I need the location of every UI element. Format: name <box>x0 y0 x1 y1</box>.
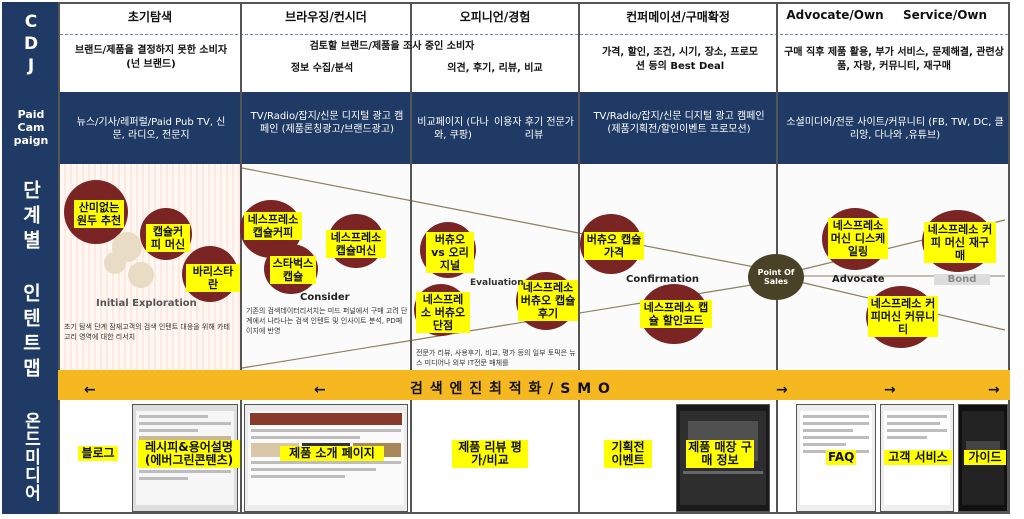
cdj-text-2b: 정보 수집/분석 <box>290 63 354 74</box>
row-label-owned: 온드미디어 <box>20 412 41 502</box>
owned-media-label: 기획전 이벤트 <box>604 440 652 468</box>
cdj-text-4: 가격, 할인, 조건, 시기, 장소, 프로모션 등의 Best Deal <box>601 47 758 72</box>
stage-label: Initial Exploration <box>96 298 197 309</box>
cdj-text-3: 의견, 후기, 리뷰, 비교 <box>447 63 543 74</box>
stage-label: Advocate <box>832 274 885 285</box>
paid-text-3a: 비교페이지 (다나와, 쿠팡) <box>417 117 489 141</box>
stage-label: Consider <box>300 292 350 303</box>
keyword-label: 버츄오 vs 오리지널 <box>426 232 474 273</box>
stage-note: 기존의 검색데이터리서치는 미드 퍼널에서 구매 고려 단계에서 나타나는 검색… <box>246 307 408 335</box>
paid-text-4: TV/Radio/잡지/신문 디지털 광고 캠페인 (제품기획전/할인이벤트 프… <box>593 111 765 135</box>
pos-circle <box>748 254 804 300</box>
keyword-label: 네스프레소 머신 디스케일링 <box>828 218 888 259</box>
keyword-label: 네스프레소 버츄오 캡슐 후기 <box>518 280 578 321</box>
keyword-label: 네스프레소 캡슐머신 <box>326 230 386 258</box>
paid-band <box>58 92 1010 164</box>
stage-note: 전문가 리뷰, 사용후기, 비교, 평가 등의 일부 토픽은 뉴스 미디어나 외… <box>416 349 576 367</box>
arrow-right-icon: → <box>988 382 1000 398</box>
owned-media-label: FAQ <box>826 450 856 465</box>
keyword-label: 버츄오 캡슐 가격 <box>584 232 644 260</box>
owned-media-label: 가이드 <box>964 450 1006 465</box>
seo-bar <box>58 370 1010 400</box>
stage-title-4: 컨퍼메이션/구매확정 <box>626 10 730 24</box>
stage-title-5b: Service/Own <box>902 8 988 22</box>
keyword-label: 네스프레소 캡슐커피 <box>244 212 302 240</box>
decor-circle <box>128 262 154 288</box>
owned-media-label: 제품 리뷰 평가/비교 <box>452 440 528 468</box>
stage-title-1: 초기탐색 <box>127 10 173 24</box>
keyword-label: 네스프레소 커피 머신 재구매 <box>924 222 996 263</box>
keyword-label: 바리스타란 <box>186 264 240 292</box>
pos-label: Point Of Sales <box>757 268 795 286</box>
keyword-label: 산미없는 원두 추천 <box>74 200 124 228</box>
paid-text-3b: 이용자 후기 전문가 리뷰 <box>494 117 574 141</box>
decor-circle <box>104 252 126 274</box>
cdj-text-1: 브랜드/제품을 결정하지 못한 소비자(넌 브랜드) <box>74 45 228 70</box>
arrow-right-icon: → <box>884 382 896 398</box>
owned-media-label: 블로그 <box>78 446 118 461</box>
owned-media-label: 고객 서비스 <box>884 450 952 465</box>
paid-text-1: 뉴스/기사/레퍼럴/Paid Pub TV, 신문, 라디오, 전문지 <box>76 117 226 141</box>
cdj-text-2: 검토할 브랜드/제품을 조사 중인 소비자 <box>309 41 475 52</box>
owned-media-label: 레시피&용어설명 (에버그린콘텐츠) <box>138 440 240 468</box>
arrow-left-icon: ← <box>84 382 96 398</box>
stage-label: Evaluation <box>470 278 524 288</box>
arrow-left-icon: ← <box>314 382 326 398</box>
stage-title-2: 브라우징/컨시더 <box>285 10 367 24</box>
paid-text-2: TV/Radio/잡지/신문 디지털 광고 캠페인 (제품론칭광고/브랜드광고) <box>250 111 404 135</box>
owned-media-label: 제품 소개 페이지 <box>280 446 384 461</box>
row-label-paid: Paid Cam paign <box>13 107 49 147</box>
keyword-label: 네스프레소 캡슐 할인코드 <box>640 300 712 328</box>
keyword-label: 네스프레소 버츄오 단점 <box>416 292 470 333</box>
cdj-top-dashed <box>60 34 1008 35</box>
row-label-cdj: CDJ <box>21 12 41 78</box>
arrow-right-icon: → <box>776 382 788 398</box>
row-label-stage: 단계별 인텐트맵 <box>19 179 42 383</box>
owned-media-label: 제품 매장 구매 정보 <box>686 440 754 468</box>
stage-title-3: 오피니언/경험 <box>459 10 531 24</box>
stage-title-5a: Advocate/Own <box>786 8 884 22</box>
stage-note: 초기 탐색 단계 잠재고객의 검색 인텐트 대응을 위해 카테고리 영역에 대한… <box>64 323 230 341</box>
paid-text-5: 소셜미디어/전문 사이트/커뮤니티 (FB, TW, DC, 클리앙, 다나와 … <box>786 117 1004 141</box>
cdj-text-5: 구매 직후 제품 활용, 부가 서비스, 문제해결, 관련상품, 자랑, 커뮤니… <box>784 47 1004 72</box>
row-label-bg <box>2 2 58 514</box>
stage-label: Bond <box>934 274 990 285</box>
seo-bar-text: 검 색 엔 진 최 적 화 / S M O <box>410 381 611 397</box>
keyword-label: 캡슐커피 머신 <box>146 224 190 252</box>
stage-label: Confirmation <box>626 274 700 285</box>
keyword-label: 스타벅스 캡슐 <box>270 256 316 284</box>
keyword-label: 네스프레소 커피머신 커뮤니티 <box>868 296 938 337</box>
